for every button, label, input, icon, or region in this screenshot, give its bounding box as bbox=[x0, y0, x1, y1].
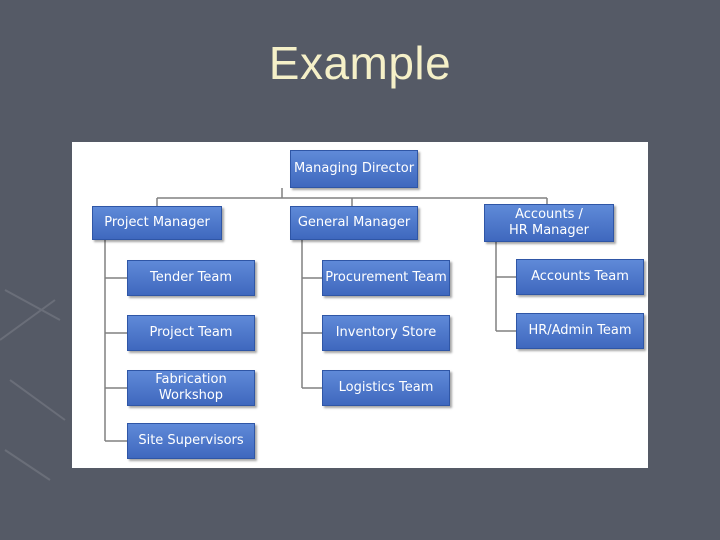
org-chart-connectors bbox=[104, 188, 548, 442]
box-site-supervisors: Site Supervisors bbox=[127, 423, 255, 459]
box-fabrication-workshop: Fabrication Workshop bbox=[127, 370, 255, 406]
box-tender-team: Tender Team bbox=[127, 260, 255, 296]
box-label: Accounts Team bbox=[531, 269, 629, 284]
box-label: Fabrication Workshop bbox=[155, 372, 227, 403]
box-label: General Manager bbox=[297, 215, 411, 230]
box-accounts-hr-manager: Accounts / HR Manager bbox=[484, 204, 614, 242]
box-label: Managing Director bbox=[293, 161, 415, 176]
box-project-manager: Project Manager bbox=[92, 206, 222, 240]
box-general-manager: General Manager bbox=[290, 206, 418, 240]
background-decoration bbox=[0, 289, 66, 481]
box-label: HR/Admin Team bbox=[528, 323, 632, 338]
box-label: Project Manager bbox=[104, 215, 210, 230]
box-procurement-team: Procurement Team bbox=[322, 260, 450, 296]
slide-title: Example bbox=[268, 37, 452, 89]
box-label: Project Team bbox=[149, 325, 233, 340]
box-inventory-store: Inventory Store bbox=[322, 315, 450, 351]
box-managing-director: Managing Director bbox=[290, 150, 418, 188]
box-project-team: Project Team bbox=[127, 315, 255, 351]
box-label: Inventory Store bbox=[335, 325, 437, 340]
org-chart-panel: Managing Director Project Manager Genera… bbox=[72, 142, 648, 468]
box-hr-admin-team: HR/Admin Team bbox=[516, 313, 644, 349]
box-label: Procurement Team bbox=[325, 270, 447, 285]
box-label: Tender Team bbox=[149, 270, 233, 285]
box-accounts-team: Accounts Team bbox=[516, 259, 644, 295]
box-label: Accounts / HR Manager bbox=[509, 207, 589, 238]
box-label: Logistics Team bbox=[338, 380, 434, 395]
box-label: Site Supervisors bbox=[138, 433, 244, 448]
box-logistics-team: Logistics Team bbox=[322, 370, 450, 406]
